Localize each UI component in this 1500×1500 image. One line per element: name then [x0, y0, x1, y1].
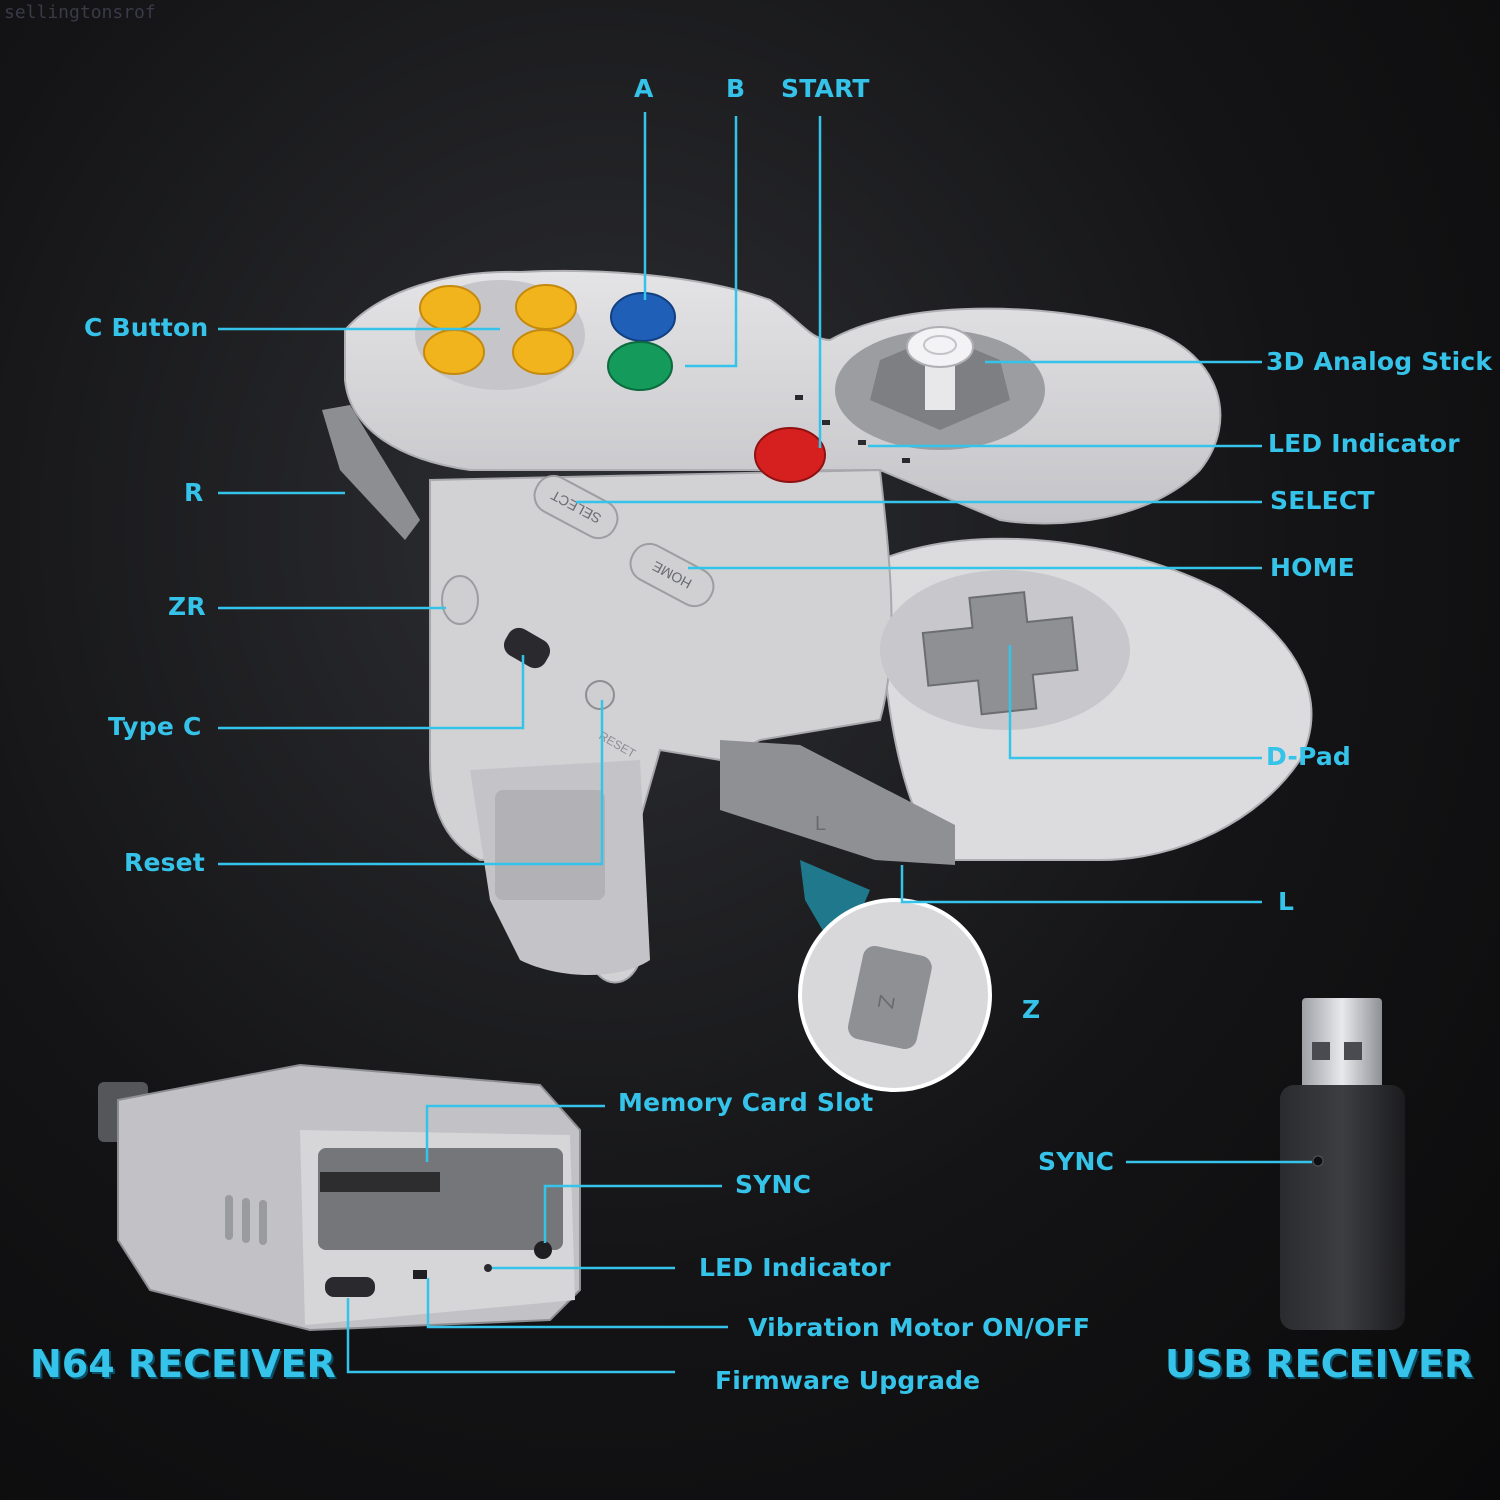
b-button[interactable]	[607, 341, 673, 391]
zr-button[interactable]	[441, 575, 479, 625]
l-shoulder-print: L	[815, 813, 826, 835]
r-shoulder	[322, 405, 420, 540]
c-button-up[interactable]	[419, 285, 481, 331]
dpad[interactable]	[920, 587, 1081, 719]
usb-plug-hole-right	[1344, 1042, 1362, 1060]
led-dot-2	[822, 420, 830, 425]
label-reset: Reset	[124, 848, 205, 877]
z-trigger[interactable]	[846, 944, 934, 1051]
usb-sync-button[interactable]	[1312, 1155, 1324, 1167]
led-dot-4	[902, 458, 910, 463]
label-z: Z	[1022, 995, 1041, 1024]
n64-receiver-vents	[225, 1195, 267, 1245]
home-button[interactable]: HOME	[624, 538, 720, 613]
line-n64-sync	[543, 1184, 722, 1243]
label-n64-led-indicator: LED Indicator	[699, 1253, 891, 1282]
label-l: L	[1278, 887, 1295, 916]
led-dot-1	[795, 395, 803, 400]
label-type-c: Type C	[108, 712, 202, 741]
n64-receiver-title: N64 RECEIVER	[30, 1342, 336, 1386]
c-button-down[interactable]	[512, 329, 574, 375]
start-button[interactable]	[754, 427, 826, 483]
analog-stick-cap-ring	[923, 335, 957, 355]
z-zoom-beam	[800, 860, 870, 960]
expansion-slot	[495, 790, 605, 900]
z-trigger-zoom: Z	[798, 860, 992, 1092]
line-vibration	[426, 1278, 728, 1329]
line-b	[685, 116, 738, 368]
label-analog-stick: 3D Analog Stick	[1266, 347, 1493, 376]
a-button[interactable]	[610, 292, 676, 342]
label-c-button: C Button	[84, 313, 209, 342]
analog-stick-cap[interactable]	[906, 326, 974, 368]
controller: L SELECT HOME	[322, 269, 1313, 984]
label-select: SELECT	[1270, 486, 1375, 515]
line-type-c	[218, 655, 525, 730]
line-l	[900, 865, 1262, 904]
c-button-left[interactable]	[423, 329, 485, 375]
usb-receiver-title: USB RECEIVER	[1165, 1342, 1474, 1386]
memory-card-contacts	[320, 1172, 440, 1192]
type-c-port	[503, 627, 551, 669]
usb-receiver	[1280, 998, 1405, 1330]
l-shoulder	[720, 740, 955, 865]
label-n64-sync: SYNC	[735, 1170, 812, 1199]
label-vibration-motor: Vibration Motor ON/OFF	[748, 1313, 1091, 1342]
line-memory	[425, 1104, 605, 1162]
label-b: B	[726, 74, 746, 103]
n64-receiver	[98, 1063, 581, 1332]
label-dpad: D-Pad	[1266, 742, 1352, 771]
watermark: sellingtonsrof	[4, 2, 156, 23]
label-zr: ZR	[168, 592, 206, 621]
reset-button[interactable]	[585, 680, 615, 710]
n64-sync-button[interactable]	[534, 1241, 552, 1259]
callout-lines	[218, 112, 1312, 1374]
z-trigger-print: Z	[873, 993, 900, 1011]
n64-firmware-port	[325, 1277, 375, 1297]
line-dpad	[1008, 645, 1262, 760]
label-r: R	[184, 478, 204, 507]
label-usb-sync: SYNC	[1038, 1147, 1115, 1176]
led-dot-3	[858, 440, 866, 445]
label-start: START	[781, 74, 870, 103]
usb-plug-hole-left	[1312, 1042, 1330, 1060]
memory-card-slot	[318, 1148, 563, 1250]
n64-led-indicator	[484, 1264, 492, 1272]
label-memory-card-slot: Memory Card Slot	[618, 1088, 874, 1117]
label-firmware-upgrade: Firmware Upgrade	[715, 1366, 981, 1395]
usb-plug	[1302, 998, 1382, 1093]
c-button-right[interactable]	[515, 284, 577, 330]
line-firmware	[346, 1298, 675, 1374]
label-home: HOME	[1270, 553, 1355, 582]
label-a: A	[634, 74, 654, 103]
line-reset	[218, 700, 604, 866]
n64-vibration-switch[interactable]	[413, 1270, 427, 1279]
usb-receiver-body	[1280, 1085, 1405, 1330]
label-led-indicator: LED Indicator	[1268, 429, 1460, 458]
